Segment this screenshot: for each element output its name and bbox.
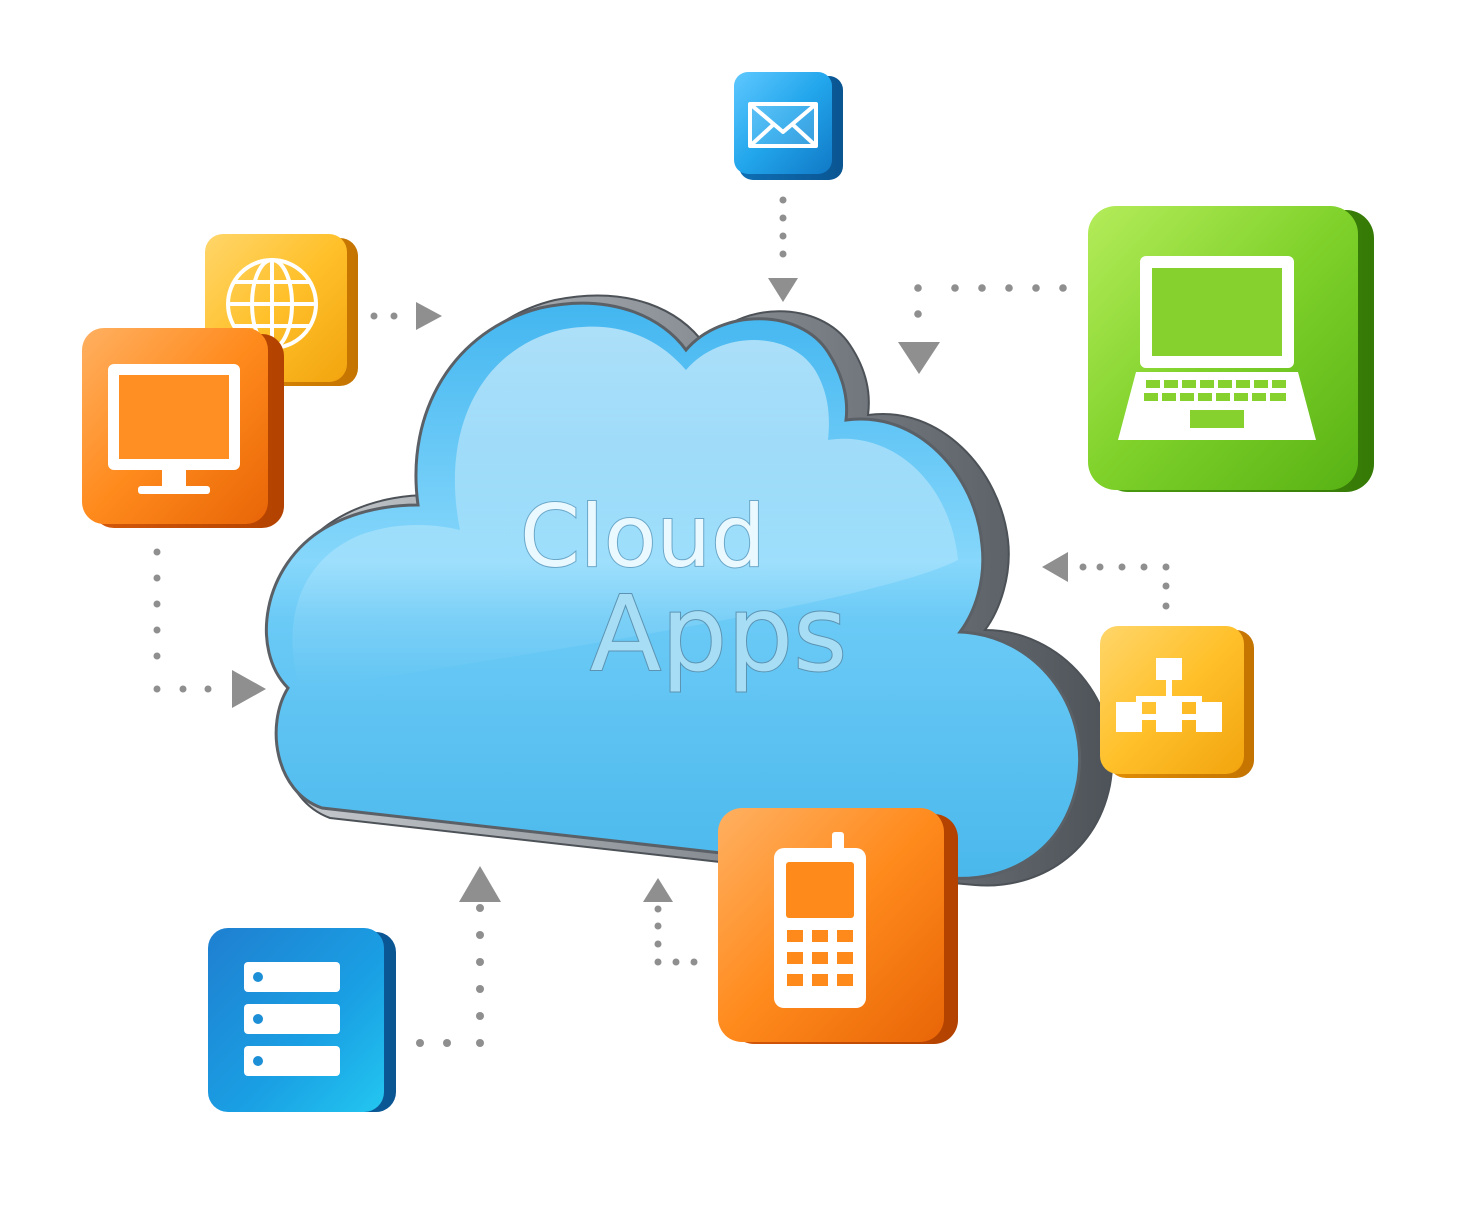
connectors (153, 196, 1170, 1047)
arrow-up-icon (643, 878, 673, 902)
connector-globe (370, 302, 442, 330)
network-tile[interactable] (1100, 626, 1254, 778)
arrow-up-icon (459, 866, 501, 902)
arrow-down-icon (768, 278, 798, 302)
arrow-right-icon (416, 302, 442, 330)
mobile-phone-icon (774, 832, 866, 1008)
connector-network (1042, 552, 1170, 610)
phone-tile[interactable] (718, 808, 958, 1044)
cloud-shape (264, 294, 1114, 887)
mail-icon (748, 102, 818, 148)
server-icon (244, 962, 340, 1076)
connector-laptop (898, 284, 1067, 374)
connector-desktop (153, 548, 266, 708)
desktop-tile[interactable] (82, 328, 284, 528)
mail-tile[interactable] (734, 72, 843, 180)
cloud-gloss (292, 326, 958, 690)
network-hierarchy-icon (1116, 658, 1222, 732)
cloud-title-line1: Cloud (520, 487, 766, 587)
cloud-title-line2: Apps (590, 573, 847, 695)
arrow-left-icon (1042, 552, 1068, 582)
connector-server (416, 866, 501, 1047)
laptop-tile[interactable] (1088, 206, 1374, 492)
laptop-icon (1118, 256, 1316, 440)
arrow-right-icon (232, 670, 266, 708)
server-tile[interactable] (208, 928, 396, 1112)
connector-mail (768, 196, 798, 302)
connector-phone (643, 878, 698, 966)
arrow-down-icon (898, 342, 940, 374)
desktop-monitor-icon (108, 364, 240, 494)
